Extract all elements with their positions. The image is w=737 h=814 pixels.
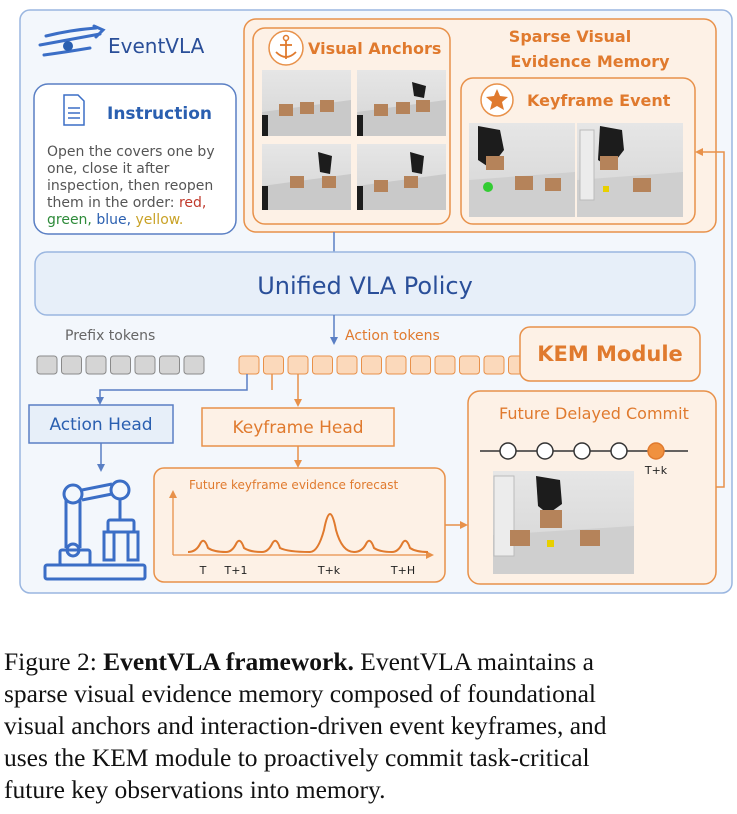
keyframe-head-label: Keyframe Head <box>232 418 363 438</box>
document-icon <box>63 94 85 126</box>
action-token <box>483 355 505 375</box>
instruction-line: them in the order: red, <box>47 195 206 211</box>
forecast-tick: T <box>199 564 207 577</box>
instruction-line: Open the covers one by <box>47 144 215 160</box>
caption-bold: EventVLA framework. <box>103 647 354 676</box>
forecast-tick: T+1 <box>224 564 248 577</box>
commit-nodes <box>499 442 665 460</box>
logo-icon <box>38 24 106 57</box>
color-word-red: red, <box>179 195 206 211</box>
prefix-token <box>183 355 205 375</box>
policy-box <box>34 251 696 316</box>
tokens-to-keyframe-head-line <box>271 374 298 405</box>
commit-to-memory-line <box>695 148 725 488</box>
action-token <box>287 355 309 375</box>
prefix-tokens-label: Prefix tokens <box>65 328 155 344</box>
color-word-blue: blue, <box>96 212 131 228</box>
action-token <box>434 355 456 375</box>
action-token <box>312 355 333 375</box>
action-token <box>410 355 431 375</box>
framework-diagram: EventVLA Instruction Open the covers one… <box>19 9 733 594</box>
action-head-box <box>28 404 174 444</box>
prefix-token <box>159 355 180 375</box>
prefix-tokens <box>36 355 205 375</box>
keyframe-head-box <box>201 407 395 447</box>
prefix-token <box>61 355 82 375</box>
brand-logo: EventVLA <box>38 24 205 58</box>
prefix-token <box>134 355 156 375</box>
action-token <box>263 355 284 375</box>
robot-arm-icon <box>43 479 147 581</box>
kem-module-box <box>519 326 701 382</box>
tokens-to-action-head-line <box>96 374 248 405</box>
action-head-label: Action Head <box>49 415 152 435</box>
instruction-line: one, close it after <box>47 161 170 177</box>
visual-anchors-title: Visual Anchors <box>308 39 441 58</box>
anchor-photo-2 <box>357 70 446 136</box>
action-token <box>238 355 260 375</box>
forecast-tick: T+H <box>390 564 415 577</box>
commit-marker-label: T+k <box>644 464 668 477</box>
kem-module-label: KEM Module <box>537 342 683 366</box>
action-token <box>459 355 480 375</box>
action-token <box>385 355 407 375</box>
caption-line: uses the KEM module to proactively commi… <box>4 743 590 772</box>
anchor-photo-3 <box>262 144 351 210</box>
keyframe-event-title: Keyframe Event <box>527 91 671 110</box>
keyframe-photo-2 <box>577 123 683 217</box>
action-tokens <box>238 355 529 375</box>
forecast-title: Future keyframe evidence forecast <box>189 478 398 492</box>
instruction-line: green, blue, yellow. <box>47 212 183 228</box>
caption-line: visual anchors and interaction-driven ev… <box>4 711 607 740</box>
commit-node-current <box>647 442 665 460</box>
prefix-token <box>36 355 58 375</box>
caption-line: sparse visual evidence memory composed o… <box>4 679 596 708</box>
brand-name: EventVLA <box>108 34 205 58</box>
figure-caption: Figure 2: EventVLA framework. EventVLA m… <box>4 646 734 806</box>
action-tokens-label: Action tokens <box>345 328 440 344</box>
anchor-photo-4 <box>357 144 446 210</box>
commit-node <box>536 442 554 460</box>
instruction-text: Open the covers one by one, close it aft… <box>47 144 215 228</box>
commit-node <box>610 442 628 460</box>
prefix-token <box>85 355 107 375</box>
instruction-line: inspection, then reopen <box>47 178 213 194</box>
star-icon <box>480 83 514 117</box>
keyframe-photo-1 <box>469 123 575 217</box>
commit-node <box>499 442 517 460</box>
policy-label: Unified VLA Policy <box>257 272 473 300</box>
forecast-tick: T+k <box>317 564 341 577</box>
action-token <box>336 355 358 375</box>
instruction-title: Instruction <box>107 104 212 124</box>
memory-title-line1: Sparse Visual <box>509 27 631 46</box>
prefix-token <box>110 355 131 375</box>
action-token <box>361 355 382 375</box>
forecast-ticks: T T+1 T+k T+H <box>199 564 415 577</box>
anchor-photo-1 <box>262 70 351 136</box>
memory-title-line2: Evidence Memory <box>510 52 670 71</box>
caption-prefix: Figure 2: <box>4 647 104 676</box>
caption-line: EventVLA maintains a <box>353 647 594 676</box>
color-word-yellow: yellow. <box>136 212 184 228</box>
commit-node <box>573 442 591 460</box>
forecast-curve <box>187 513 429 554</box>
color-word-green: green, <box>47 212 92 228</box>
anchor-icon <box>268 30 304 66</box>
caption-line: future key observations into memory. <box>4 775 386 804</box>
commit-photo <box>493 471 634 574</box>
commit-title: Future Delayed Commit <box>499 404 689 423</box>
